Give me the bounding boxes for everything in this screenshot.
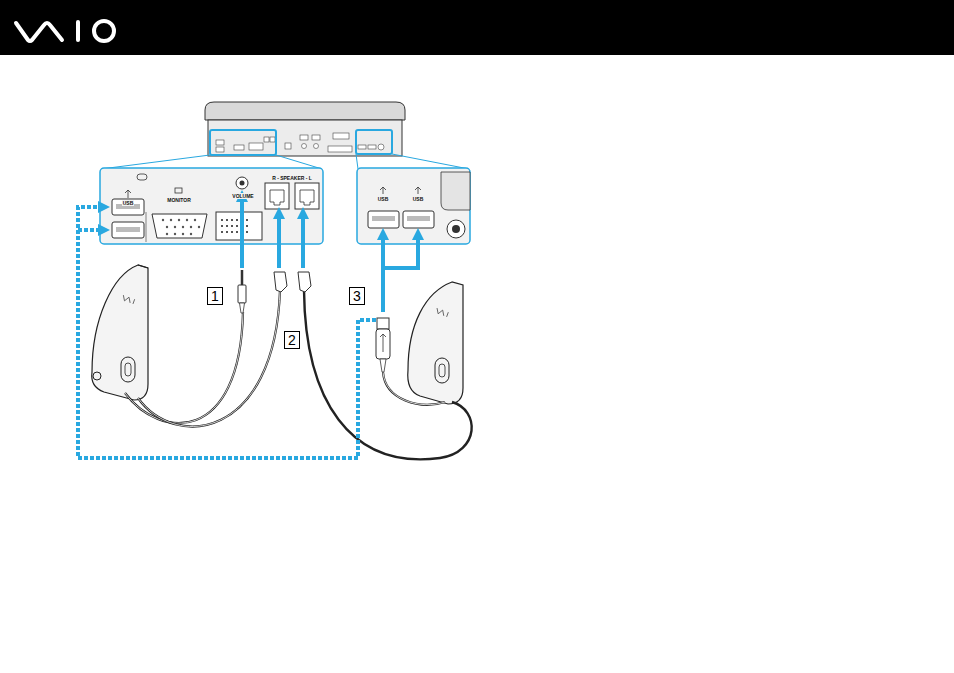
- left-port-panel: [100, 168, 323, 244]
- usb-plug: [376, 318, 390, 372]
- connection-arrows: [242, 196, 418, 312]
- cover: [441, 172, 470, 210]
- speaker-jack: [295, 183, 319, 209]
- usb-port: [112, 222, 144, 238]
- monitor-port: [152, 214, 207, 238]
- vaio-logo: [16, 21, 114, 41]
- usb-port: [368, 211, 399, 228]
- usb-arrowheads: [98, 201, 110, 236]
- port-label: USB: [412, 196, 425, 202]
- usb-icon: [125, 190, 131, 198]
- callout-box: 1: [207, 287, 223, 305]
- port-label: R - SPEAKER - L: [271, 175, 313, 181]
- volume-jack: [236, 177, 248, 189]
- monitor-pins: [162, 219, 200, 235]
- callout-box: 2: [284, 331, 300, 349]
- header-bar: [0, 0, 954, 55]
- dvi-port: [216, 212, 262, 240]
- usb-port: [403, 211, 434, 228]
- volume-jack-hole: [240, 181, 245, 186]
- laptop: [101, 102, 469, 169]
- callout-number: 2: [288, 333, 296, 347]
- callout-number: 1: [211, 289, 219, 303]
- right-port-panel: [357, 168, 470, 244]
- alternative-usb-route: [78, 207, 376, 458]
- port-label: USB: [377, 196, 390, 202]
- callout-box: 3: [349, 287, 365, 305]
- usb-icon: [380, 187, 421, 194]
- audio-plug: [238, 270, 246, 313]
- highlight-left: [210, 130, 276, 155]
- power-jack: [447, 220, 465, 238]
- callout-number: 3: [353, 289, 361, 303]
- speaker-cables: [125, 290, 472, 459]
- highlight-right: [356, 130, 392, 154]
- port-label: USB: [122, 200, 135, 206]
- port-label: MONITOR: [166, 197, 192, 203]
- zoom-lines: [101, 154, 469, 169]
- speaker-plug: [274, 272, 311, 292]
- divider: [146, 212, 147, 242]
- laptop-base: [208, 120, 402, 156]
- speaker-jack: [265, 183, 289, 209]
- port-label: VOLUME: [231, 193, 254, 199]
- laptop-lid: [205, 102, 405, 120]
- monitor-icon: [175, 188, 182, 193]
- screw-hole: [137, 174, 147, 180]
- left-speaker: [92, 265, 148, 400]
- usb-port: [112, 199, 144, 215]
- usb-port-tongue: [116, 227, 140, 232]
- right-speaker: [408, 282, 463, 404]
- laptop-ports: [216, 133, 384, 152]
